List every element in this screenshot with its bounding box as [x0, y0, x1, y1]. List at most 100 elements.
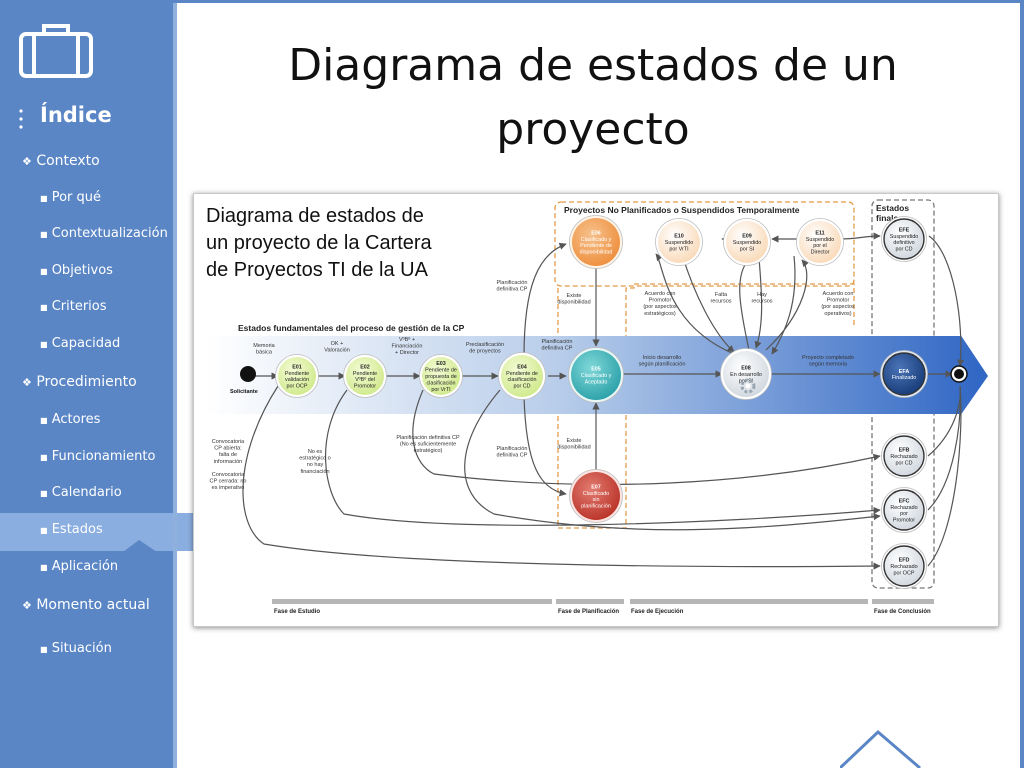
nav-section-label: Momento actual — [36, 597, 150, 613]
gear-icon — [740, 378, 756, 394]
state-circle — [883, 435, 925, 477]
nav-item-label: Por qué — [51, 190, 101, 205]
square-bullet-icon: ■ — [40, 267, 48, 276]
transition-label-vobo: VºBº +Financiación+ Director — [392, 336, 423, 356]
nav-item-label: Objetivos — [51, 263, 113, 278]
square-bullet-icon: ■ — [40, 563, 48, 572]
state-circle — [572, 218, 620, 266]
nav-item-funcionamiento[interactable]: ■ Funcionamiento — [0, 446, 213, 468]
state-circle — [883, 489, 925, 531]
square-bullet-icon: ■ — [40, 416, 48, 425]
square-bullet-icon: ■ — [40, 194, 48, 203]
phase-conclusion: Fase de Conclusión — [874, 609, 931, 615]
nav-item-calendario[interactable]: ■ Calendario — [0, 482, 213, 504]
sidebar-separator — [173, 0, 177, 768]
top-border — [173, 0, 1024, 3]
nav-item-estados[interactable]: ■ Estados — [0, 513, 213, 552]
state-circle — [501, 355, 543, 397]
nav-item-por-que[interactable]: ■ Por qué — [0, 187, 213, 209]
transition-label-ok: OK +Valoración — [324, 341, 350, 354]
nav-item-label: Calendario — [51, 485, 122, 500]
index-dots-icon — [19, 108, 23, 130]
nav-item-label: Estados — [51, 522, 103, 537]
index-title: Índice — [40, 103, 112, 127]
nav-item-label: Aplicación — [51, 559, 119, 574]
state-circle — [883, 545, 925, 587]
transition-label-plan-no-suficiente: Planificación definitiva CP(No es sufici… — [396, 435, 460, 454]
sidebar: Índice ❖ Contexto ■ Por qué ■ Contextual… — [0, 0, 213, 768]
nav-item-label: Capacidad — [51, 336, 121, 351]
square-bullet-icon: ■ — [40, 645, 48, 654]
phase-estudio: Fase de Estudio — [274, 609, 320, 615]
state-circle — [723, 351, 769, 397]
nav-item-criterios[interactable]: ■ Criterios — [0, 296, 213, 318]
state-circle — [422, 357, 460, 395]
state-diagram: Diagrama de estados de un proyecto de la… — [193, 193, 999, 627]
nav-section-label: Contexto — [36, 153, 100, 169]
diamond-bullet-icon: ❖ — [22, 599, 32, 612]
nav-item-label: Contextualización — [51, 226, 168, 241]
diamond-bullet-icon: ❖ — [22, 155, 32, 168]
end-node-core — [954, 369, 964, 379]
unplanned-box — [554, 201, 855, 287]
nav-item-label: Criterios — [51, 299, 107, 314]
nav-item-contextualizacion[interactable]: ■ Contextualización — [0, 223, 213, 245]
nav-item-actores[interactable]: ■ Actores — [0, 409, 213, 431]
nav-item-objetivos[interactable]: ■ Objetivos — [0, 260, 213, 282]
nav-section-contexto[interactable]: ❖ Contexto — [0, 150, 195, 172]
state-circle — [799, 221, 841, 263]
corner-decoration — [840, 729, 921, 768]
start-label: Solicitante — [230, 389, 258, 395]
slide-title: Diagrama de estados de un proyecto — [288, 40, 898, 155]
nav-item-situacion[interactable]: ■ Situación — [0, 638, 213, 660]
active-indicator-icon — [123, 540, 157, 552]
square-bullet-icon: ■ — [40, 526, 48, 535]
band-title: Estados fundamentales del proceso de ges… — [238, 323, 465, 333]
state-circle — [346, 357, 384, 395]
nav-item-label: Funcionamiento — [51, 449, 156, 464]
nav-item-capacidad[interactable]: ■ Capacidad — [0, 333, 213, 355]
final-box-title: Estados finales — [876, 203, 911, 223]
nav-section-procedimiento[interactable]: ❖ Procedimiento — [0, 371, 195, 393]
diamond-bullet-icon: ❖ — [22, 376, 32, 389]
nav-item-label: Situación — [51, 641, 112, 656]
state-circle — [572, 472, 620, 520]
square-bullet-icon: ■ — [40, 230, 48, 239]
briefcase-icon — [18, 22, 96, 80]
nav-section-label: Procedimiento — [36, 374, 137, 390]
state-circle — [658, 221, 700, 263]
nav-item-aplicacion[interactable]: ■ Aplicación — [0, 556, 213, 578]
square-bullet-icon: ■ — [40, 489, 48, 498]
development-box — [634, 283, 855, 326]
state-circle — [571, 350, 621, 400]
nav-section-momento-actual[interactable]: ❖ Momento actual — [0, 594, 195, 616]
